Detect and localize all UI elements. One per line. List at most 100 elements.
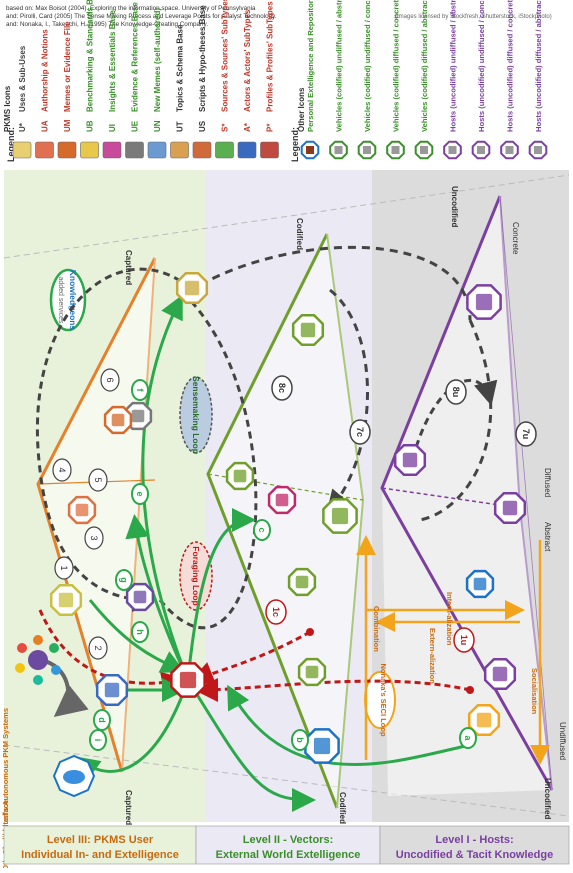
legend1-label: Memes or Evidence File <box>63 21 72 112</box>
combination-label: Combination <box>372 606 381 652</box>
level-title-line1: Level III: PKMS User <box>47 834 154 846</box>
legend1-label: Uses & Sub-Uses <box>18 45 27 112</box>
letter-badge: h <box>131 621 149 643</box>
diffused-label: Diffused <box>543 468 552 497</box>
legend2-label: Vehicles (codified) diffused / concrete <box>392 0 401 132</box>
legend1-label: Actors & Actors' SubTypes <box>243 9 252 112</box>
legend1-code: UT <box>176 121 185 132</box>
pkms-node-icon[interactable] <box>125 582 155 612</box>
added-services-label: added services <box>57 276 64 324</box>
letter-badge: b <box>291 729 309 751</box>
vector-node-icon[interactable] <box>297 657 327 687</box>
legend2-icon <box>443 140 462 160</box>
step-badge: 4 <box>52 458 72 482</box>
pkms-node-icon[interactable] <box>49 583 83 617</box>
step-badge: 2 <box>88 636 108 660</box>
seci-step-badge: 8u <box>445 379 467 405</box>
undiffused-label: Undiffused <box>558 722 567 760</box>
legend1-code: UE <box>131 120 140 132</box>
step-badge: 3 <box>84 526 104 550</box>
vector-node-icon[interactable] <box>291 313 325 347</box>
legend1-label: Topics & Schema Base <box>176 24 185 112</box>
legend1-icon <box>147 141 167 159</box>
host-node-icon[interactable] <box>483 657 517 691</box>
step-badge: 5 <box>88 468 108 492</box>
outer-loop-top <box>199 245 472 321</box>
foraging-arrow-3 <box>194 677 471 702</box>
seci-step-badge: 8c <box>271 375 293 401</box>
svg-text:1c: 1c <box>271 607 281 617</box>
legend1-code: UA <box>41 120 50 132</box>
uncodified-top-label: Uncodified <box>450 186 459 227</box>
legend1-icon <box>125 141 144 159</box>
knowledgeons-label: Knowledgeons <box>68 270 78 331</box>
legend1-code: U* <box>18 122 27 132</box>
other-pkm-label: Other Individual's Autonomous PKM System… <box>1 708 10 868</box>
cloud-icon <box>52 754 96 798</box>
legend1-label: Insights & Essentials Base <box>108 10 117 112</box>
green-arrow-c <box>186 508 256 681</box>
svg-text:f: f <box>135 389 145 393</box>
vector-node-icon[interactable] <box>267 485 297 515</box>
codified-top-label: Codified <box>295 218 304 250</box>
svg-text:4: 4 <box>57 467 67 472</box>
level-title-line1: Level II - Vectors: <box>243 834 333 846</box>
legend1-icon <box>80 141 99 159</box>
vector-node-icon[interactable] <box>322 498 358 534</box>
pkms-center-icon[interactable] <box>170 662 206 698</box>
foraging-label: Foraging Loop <box>191 546 201 606</box>
green-arrow-h <box>88 599 186 673</box>
foraging-dot-2 <box>466 686 474 694</box>
svg-text:8c: 8c <box>277 383 287 393</box>
legend2-label: Hosts (uncodified) diffused / abstract <box>534 0 543 132</box>
letter-badge: c <box>253 519 271 541</box>
legend1-icon <box>237 141 257 159</box>
seci-step-badge: 7u <box>515 421 537 447</box>
legend1-icon <box>102 141 122 159</box>
pkms-node-icon[interactable] <box>103 405 133 435</box>
pkms-node-icon[interactable] <box>95 673 129 707</box>
legend1-label: Scripts & Hypo-theses Base <box>198 5 207 112</box>
level-title-line2: Uncodified & Tacit Knowledge <box>396 849 553 861</box>
legend2-label: Personal Extelligence and Repositories <box>306 0 315 132</box>
vector-node-icon[interactable] <box>225 461 255 491</box>
host-group-icon[interactable] <box>465 569 495 599</box>
legend2-label: Vehicles (codified) diffused / abstract <box>420 0 429 132</box>
vectors-loop <box>326 288 369 515</box>
legend1-label: Profiles & Profiles' SubTypes <box>266 1 275 112</box>
source-line-1: based on: Max Boisot (2004). Exploring t… <box>6 5 256 12</box>
repository-icon[interactable] <box>304 728 340 764</box>
captured-bottom-label: Captured <box>124 790 133 825</box>
legend1-code: S* <box>221 123 230 132</box>
legend2-label: Vehicles (codified) undiffused / concret… <box>363 0 372 132</box>
svg-text:i: i <box>93 739 103 742</box>
source-line-2: and: Pirolli, Card (2005) The Sense Maki… <box>6 13 277 20</box>
host-node-icon[interactable] <box>393 443 427 477</box>
host-node-icon[interactable] <box>466 284 502 320</box>
seci-label: Nonaka's SECI Loop <box>379 663 388 736</box>
sensemaking-loop-badge: Sensemaking Loop <box>179 376 213 454</box>
pkms-node-icon[interactable] <box>67 495 97 525</box>
license-note: (Images licensed by Stockfresh, Shutters… <box>395 14 552 20</box>
legend1-label: Sources & Sources' SubTypes <box>221 0 230 112</box>
vector-node-icon[interactable] <box>287 567 317 597</box>
legend1-label: Benchmarking & Standards Base <box>86 0 95 112</box>
legend2-icon <box>357 140 377 160</box>
legend2-icon <box>329 140 348 160</box>
legend1-icon <box>57 141 77 159</box>
legend2-icon <box>386 140 405 160</box>
svg-text:h: h <box>135 629 145 635</box>
svg-text:2: 2 <box>93 645 103 650</box>
host-node-icon[interactable] <box>467 703 501 737</box>
other-pkm-arrow <box>39 658 89 718</box>
band-line-top <box>3 174 570 259</box>
legend2-icon <box>414 140 434 160</box>
pkms-node-icon[interactable] <box>175 271 209 305</box>
legend1-label: Evidence & References Base <box>131 2 140 112</box>
svg-text:6: 6 <box>105 377 115 382</box>
hosts-edge-inner <box>499 195 521 509</box>
legend2-label: Hosts (uncodified) diffused / concrete <box>506 0 515 132</box>
host-node-icon[interactable] <box>493 491 527 525</box>
